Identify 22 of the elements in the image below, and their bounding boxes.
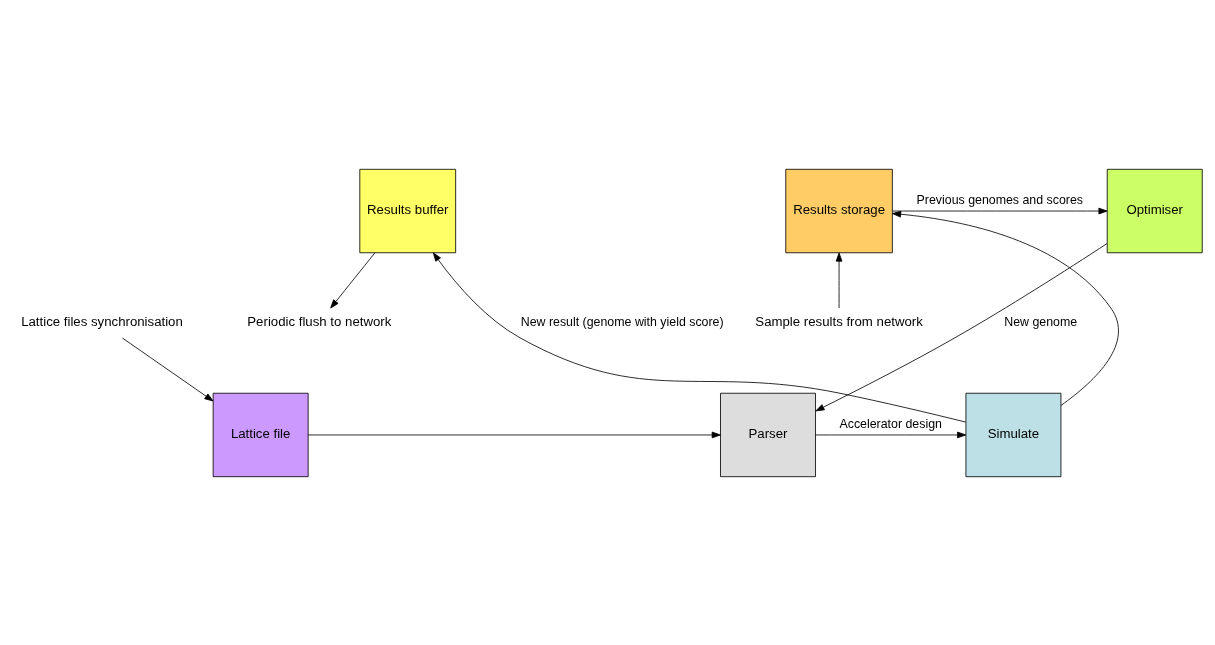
arrow	[330, 252, 376, 308]
edge-label: New result (genome with yield score)	[520, 314, 724, 329]
arrow	[307, 431, 721, 438]
arrow	[122, 337, 214, 401]
node-box: Optimiser	[1106, 168, 1203, 253]
edge-label: Accelerator design	[839, 416, 942, 431]
arrow	[835, 252, 843, 308]
node-box: Lattice file	[212, 392, 309, 477]
edge-label: New genome	[1004, 314, 1078, 329]
node-box: Simulate	[965, 392, 1062, 477]
arrow	[815, 431, 967, 438]
node-text: Periodic flush to network	[247, 313, 392, 329]
arrow	[815, 242, 1108, 411]
node-box: Results buffer	[359, 168, 457, 253]
arrow	[892, 210, 1119, 406]
node-text: Sample results from network	[755, 313, 923, 329]
node-text: Lattice files synchronisation	[21, 313, 183, 329]
node-box: Results storage	[785, 168, 893, 253]
edge-label: Previous genomes and scores	[916, 192, 1084, 207]
arrow	[892, 207, 1108, 214]
arrow	[432, 251, 967, 422]
node-box: Parser	[720, 392, 816, 477]
